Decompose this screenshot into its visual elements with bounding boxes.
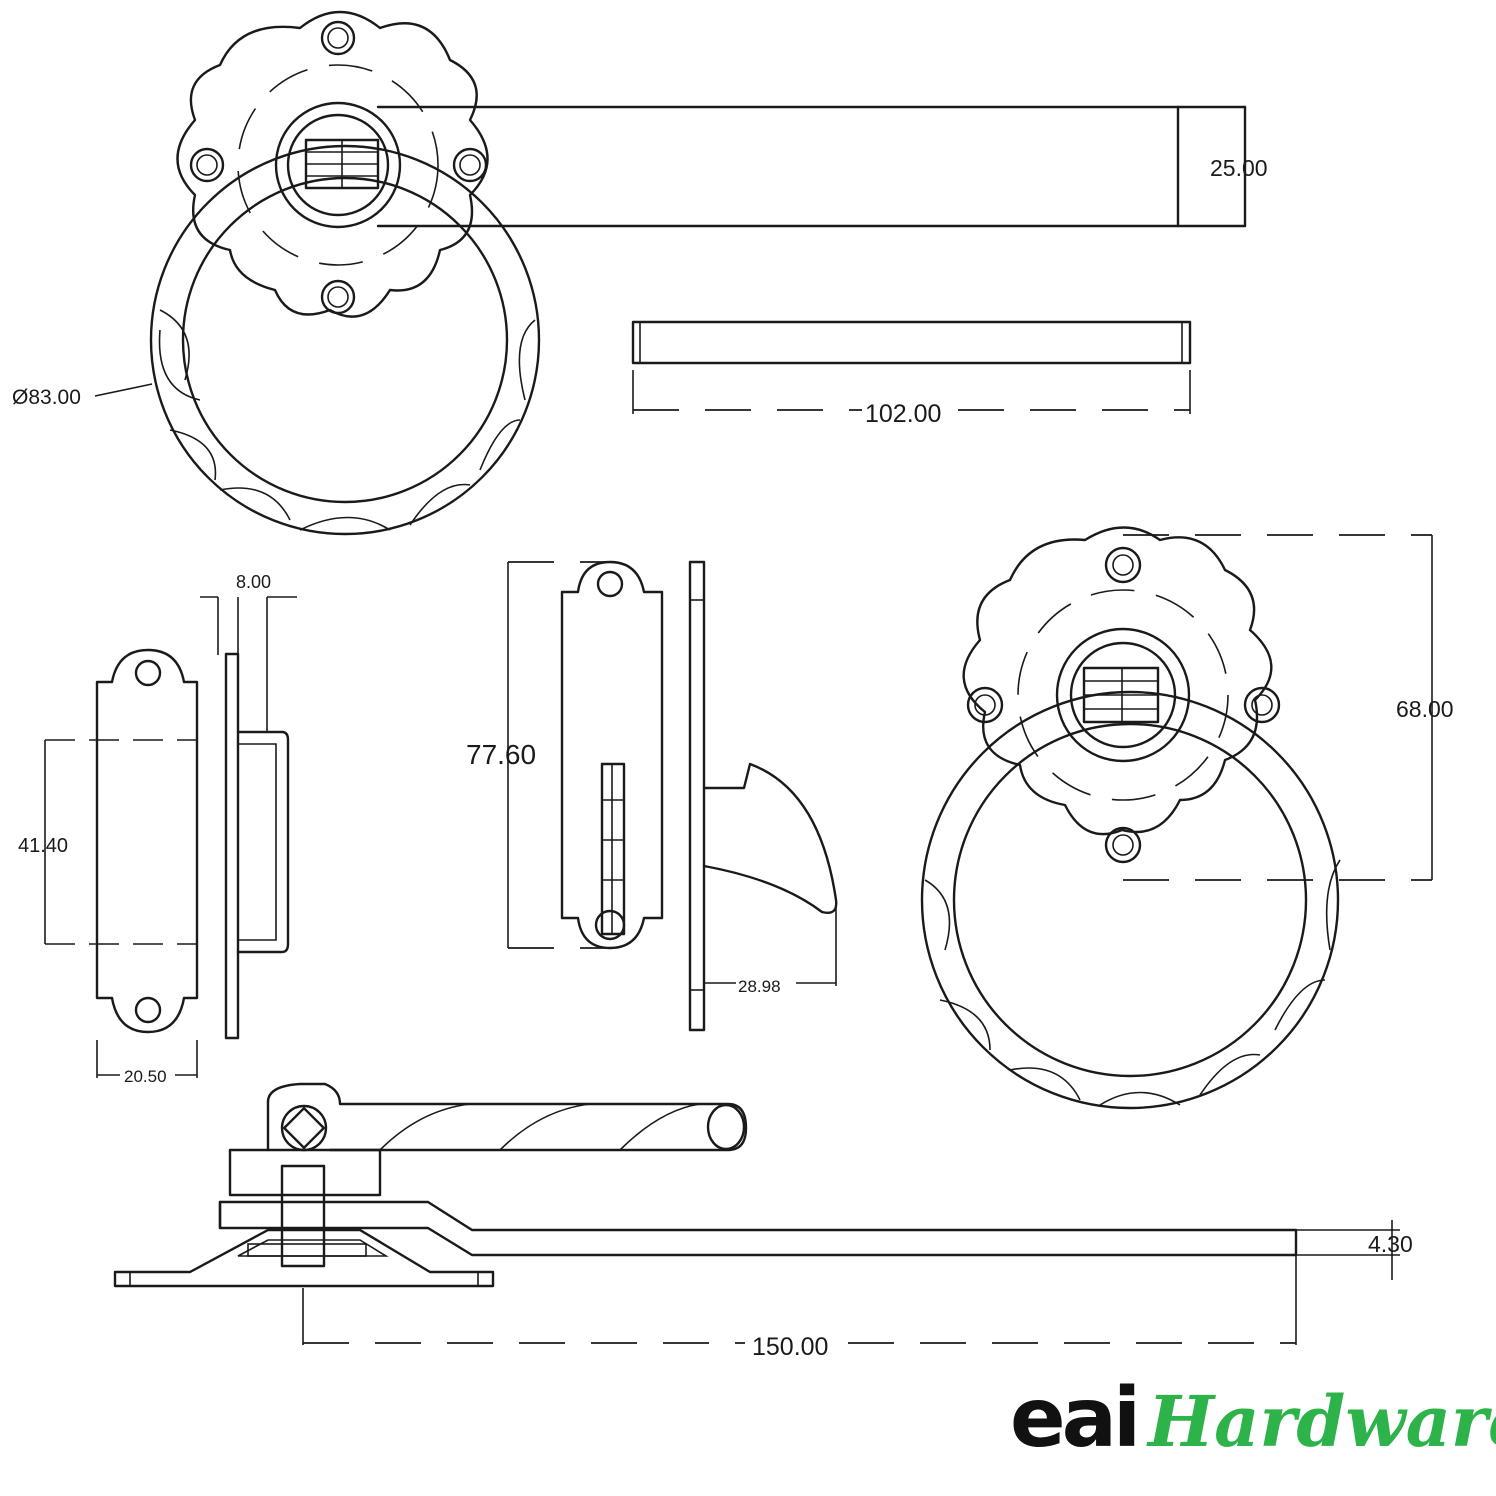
- plate-thickness-label: 8.00: [236, 572, 271, 592]
- spindle-view: [631, 320, 1192, 414]
- latch-view: [507, 560, 838, 1032]
- spindle-length-label: 102.00: [865, 400, 941, 428]
- keep-height-label: 41.40: [18, 835, 68, 857]
- keep-width-label: 20.50: [124, 1067, 167, 1086]
- latch-height-label: 77.60: [466, 739, 536, 770]
- logo-product-text: Hardware: [1146, 1380, 1496, 1463]
- ring-diameter-label: Ø83.00: [12, 386, 81, 409]
- ring-handle-front-view: [94, 10, 1247, 536]
- handle-side-view: [113, 1082, 1400, 1345]
- keep-view: [44, 596, 297, 1078]
- bar-length-label: 150.00: [752, 1333, 828, 1361]
- logo-brand-text: eai: [1010, 1371, 1137, 1466]
- brand-logo: eai Hardware: [1010, 1371, 1496, 1466]
- latch-projection-label: 28.98: [738, 977, 781, 996]
- handle-height-label: 25.00: [1210, 155, 1268, 181]
- bar-thickness-label: 4.30: [1368, 1231, 1413, 1257]
- ring-handle-rear-view: [920, 526, 1433, 1110]
- rose-height-label: 68.00: [1396, 696, 1454, 722]
